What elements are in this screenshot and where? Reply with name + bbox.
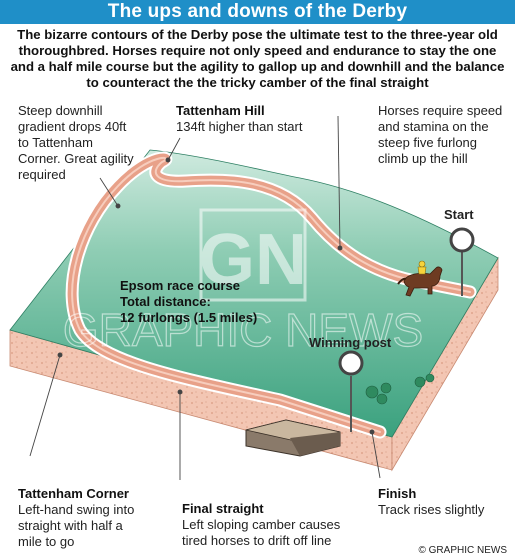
label-tattenham-hill: Tattenham Hill 134ft higher than start xyxy=(176,103,346,135)
label-climb: Horses require speed and stamina on the … xyxy=(378,103,503,166)
label-straight-title: Final straight xyxy=(182,501,264,516)
callout-lines xyxy=(29,115,381,480)
label-straight-text: Left sloping camber causes tired horses … xyxy=(182,517,341,548)
page-title: The ups and downs of the Derby xyxy=(0,0,515,24)
label-finish: Finish Track rises slightly xyxy=(378,486,508,518)
label-start: Start xyxy=(444,207,474,222)
label-final-straight: Final straight Left sloping camber cause… xyxy=(182,501,362,549)
label-finish-text: Track rises slightly xyxy=(378,502,485,517)
course-name: Epsom race course xyxy=(120,278,240,293)
watermark-text: GRAPHIC NEWS xyxy=(63,304,423,356)
course-distance-value: 12 furlongs (1.5 miles) xyxy=(120,310,258,325)
label-tattenham-corner: Tattenham Corner Left-hand swing into st… xyxy=(18,486,148,550)
course-distance-label: Total distance: xyxy=(120,294,211,309)
horse-and-jockey-icon xyxy=(397,260,443,297)
label-finish-title: Finish xyxy=(378,486,417,501)
credit: © GRAPHIC NEWS xyxy=(418,545,508,556)
winning-post-icon xyxy=(338,350,364,432)
label-corner-title: Tattenham Corner xyxy=(18,486,129,501)
label-winning-post: Winning post xyxy=(309,335,392,350)
watermark: GN GRAPHIC NEWS xyxy=(62,208,424,357)
watermark-logo: GN xyxy=(199,220,307,300)
course-info: Epsom race course Total distance: 12 fur… xyxy=(120,278,290,326)
start-post-icon xyxy=(449,227,475,296)
grandstand xyxy=(245,419,341,457)
label-steep-downhill: Steep downhill gradient drops 40ft to Ta… xyxy=(18,103,134,182)
label-tattenham-hill-text: 134ft higher than start xyxy=(176,119,303,134)
label-tattenham-hill-title: Tattenham Hill xyxy=(176,103,265,118)
label-corner-text: Left-hand swing into straight with half … xyxy=(18,502,135,549)
intro-text: The bizarre contours of the Derby pose t… xyxy=(10,27,505,90)
tree-group xyxy=(365,373,435,405)
